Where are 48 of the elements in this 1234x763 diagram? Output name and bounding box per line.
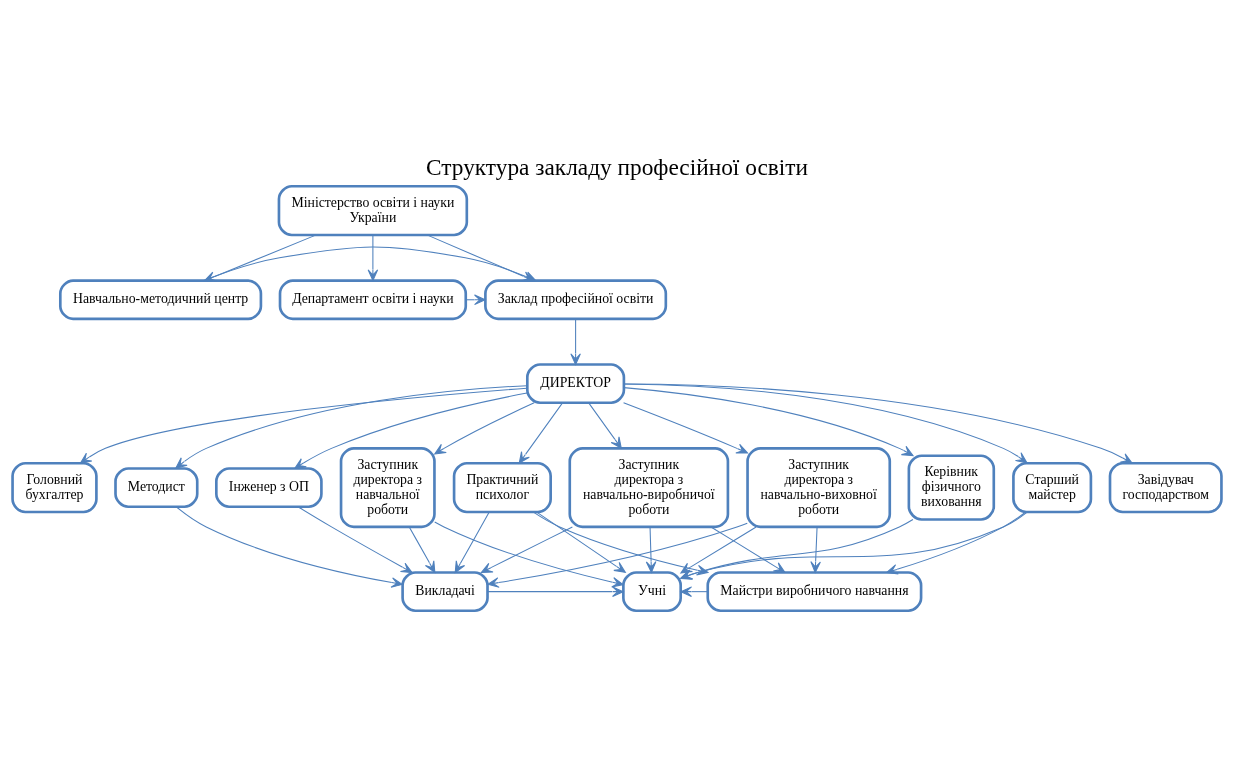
arrow [680,526,757,574]
node-box: Майстри виробничого навчання [706,571,923,613]
arrow [176,506,403,588]
arrow [434,521,624,588]
arrow [710,526,786,573]
arrow [487,522,748,588]
node-box: Учні [622,571,682,613]
arrow [680,519,914,580]
arrow [532,511,709,576]
arrow [408,526,436,573]
arrow [79,387,528,464]
node-box: Методист [114,467,199,509]
arrow [886,511,1026,575]
node-box: Заклад професійної освіти [484,279,668,321]
arrow [570,318,581,365]
arrow [588,402,622,449]
node-box: ДИРЕКТОР [526,363,626,405]
node-box: Навчально-методичний центр [59,279,263,321]
arrow [810,526,821,573]
arrow [175,385,528,469]
node-box: Заступник директора з навчально-виробничої роботи [568,447,730,529]
arrow [480,526,573,573]
node-box: Головний бухгалтер [11,461,98,514]
arrow [623,383,1028,464]
arrow [680,511,1028,580]
node-box: Практичний психолог [452,461,552,514]
node-box: Завідувач господарством [1108,461,1223,514]
node-box: Департамент освіти і науки [278,279,468,321]
arrow [294,392,528,469]
arrow [454,511,490,573]
node-box: Викладачі [401,571,489,613]
node-box: Міністерство освіти і науки України [277,184,469,237]
arrow [645,526,657,573]
arrow [623,383,1133,464]
arrow [367,234,379,281]
arrow [487,586,624,597]
arrow [623,387,914,457]
diagram-title: Структура закладу професійної освіти [426,154,808,181]
arrow [297,506,413,574]
arrow [623,402,748,454]
arrow [536,511,626,573]
node-box: Інженер з ОП [215,467,323,509]
node-box: Керівник фізичного виховання [907,454,996,521]
node-box: Заступник директора з навчальної роботи [339,447,436,529]
arrow [434,402,535,455]
node-box: Старший майстер [1012,461,1093,514]
arrow [518,402,564,464]
node-box: Заступник директора з навчально-виховної роботи [746,447,892,529]
